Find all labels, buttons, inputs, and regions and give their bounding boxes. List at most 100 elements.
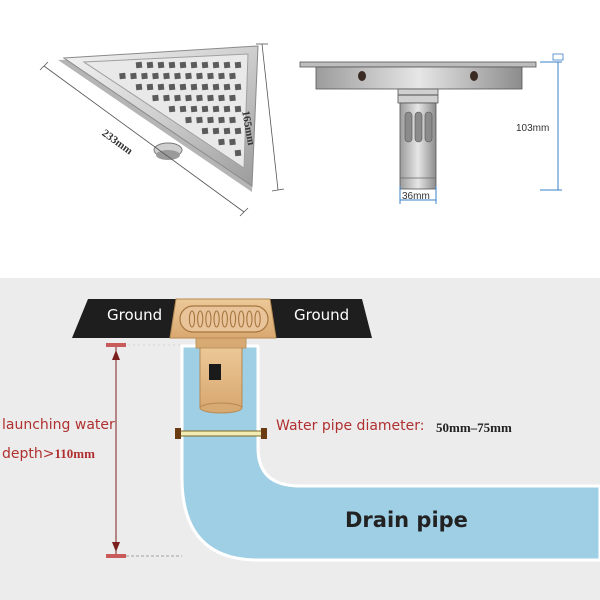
grate-hole [201,127,209,135]
grate-hole [212,83,220,91]
grate-hole [218,138,225,146]
depth-tick-bottom [106,554,126,558]
grate-hole [196,116,203,124]
grate-hole [152,94,159,102]
grate-hole [168,105,176,113]
grate-hole [212,127,220,135]
triangle-drain-outlet-ring [156,150,180,160]
grate-hole [190,83,198,91]
grate-hole [185,72,192,80]
side-view-hole-left [358,71,366,81]
grate-slot [221,310,228,328]
dim-165-tick-bottom [271,188,285,192]
pipe-diameter-label: Water pipe diameter: [276,418,425,434]
grate-hole [130,72,137,80]
grate-hole [218,94,225,102]
installation-diagram [0,278,600,600]
triangle-drain-product [39,43,285,217]
grate-hole [135,61,143,69]
grate-hole [157,61,165,69]
grate-hole [207,116,214,124]
grate-hole [190,105,198,113]
grate-hole [223,127,231,135]
pipe-diameter-value: 50mm–75mm [436,420,512,435]
grate-hole [196,94,203,102]
side-view-slot-2 [414,111,423,143]
grate-hole [234,61,242,69]
grate-hole [223,83,231,91]
drain-neck [195,337,247,349]
dim-233-tick-right [239,207,249,217]
grate-hole [223,61,231,69]
grate-slot [254,310,261,328]
depth-label-value: 110mm [54,446,95,461]
side-view-channel [315,66,523,90]
grate-hole [168,83,176,91]
grate-hole [229,116,236,124]
ground-label-right: Ground [294,306,350,324]
grate-hole [179,105,187,113]
grate-hole [212,61,220,69]
depth-label-prefix: depth> [2,446,55,462]
grate-slot [238,310,245,328]
grate-hole [234,83,242,91]
drain-side-view [299,53,564,204]
drain-pipe-label: Drain pipe [345,508,468,532]
grate-hole [163,94,170,102]
dim-103-label: 103mm [516,123,550,134]
grate-hole [146,61,154,69]
dim-36-label: 36mm [402,191,430,202]
grate-slot [188,310,196,328]
grate-slot [246,310,253,328]
grate-hole [234,127,242,135]
grate-hole [223,105,231,113]
grate-hole [229,94,236,102]
grate-hole [152,72,159,80]
grate-hole [179,83,187,91]
grate-hole [146,83,154,91]
grate-hole [218,116,225,124]
drain-core-bottom [199,402,243,414]
grate-hole [135,83,143,91]
grate-hole [119,72,126,80]
grate-hole [185,116,192,124]
grate-hole [218,72,225,80]
grate-hole [212,105,220,113]
depth-tick-top [106,343,126,347]
grate-hole [207,72,214,80]
grate-hole [179,61,187,69]
grate-hole [196,72,203,80]
grate-hole [141,72,148,80]
grate-slot [213,310,220,328]
grate-slot [197,310,204,328]
dim-233-tick-left [39,61,49,71]
triangle-drain-grate-holes [119,61,242,157]
grate-slot [229,310,237,328]
dim-233-line [43,65,245,213]
side-view-flange [299,61,537,68]
grate-hole [190,61,198,69]
triangle-drain-inner-frame [82,53,249,169]
grate-hole [185,94,192,102]
grate-hole [174,72,181,80]
grate-hole [163,72,170,80]
grate-hole [174,94,181,102]
depth-label-line1: launching water [2,417,115,433]
side-view-slot-1 [404,111,413,143]
grate-hole [201,105,209,113]
grate-hole [201,61,209,69]
pipe-clamp [177,430,265,437]
side-view-slot-3 [424,111,433,143]
side-view-neck [397,88,439,104]
grate-hole [207,94,214,102]
grate-hole [168,61,176,69]
grate-hole [201,83,209,91]
depth-label-line2: depth>110mm [2,446,95,462]
grate-hole [234,105,242,113]
drain-core-slot [209,364,221,380]
grate-hole [229,138,236,146]
dim-165-line [261,43,279,191]
ground-label-left: Ground [107,306,163,324]
grate-hole [234,149,242,157]
